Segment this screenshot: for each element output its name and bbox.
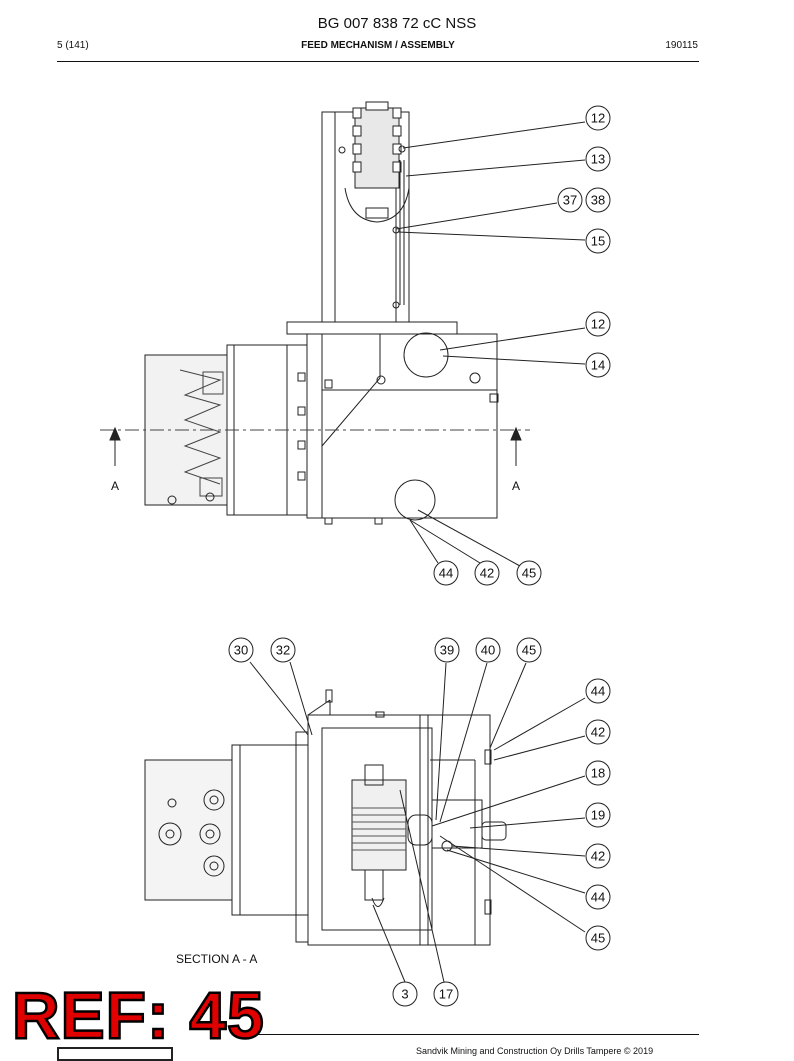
- callout-section-bubble: [392, 981, 418, 1007]
- sprocket: [354, 107, 400, 189]
- callout-top-number: 14: [591, 358, 605, 373]
- callout-section-bubble: [475, 637, 501, 663]
- callout-top-bubble: [585, 187, 611, 213]
- callouts-top: 12 13 37 38 15 12 14 44 42 45: [433, 105, 611, 586]
- callouts-bottom: 30 32 39 40 45 44 42 18 19 42 44 45 3 17: [228, 637, 611, 1007]
- callout-section-number: 17: [439, 987, 453, 1002]
- callout-top-number: 15: [591, 234, 605, 249]
- callout-section-bubble: [585, 925, 611, 951]
- callout-top-number: 44: [439, 566, 453, 581]
- callout-top-number: 45: [522, 566, 536, 581]
- callout-section-bubble: [585, 884, 611, 910]
- revision-date: 190115: [665, 40, 698, 51]
- section-label: SECTION A - A: [176, 952, 258, 966]
- section-view: [144, 661, 586, 983]
- section-marker-left: A: [111, 479, 119, 493]
- callout-section-number: 45: [522, 643, 536, 658]
- callout-section-number: 39: [440, 643, 454, 658]
- reference-stamp: REF: 45: [11, 978, 265, 1052]
- callout-top-number: 12: [591, 111, 605, 126]
- callout-section-bubble: [516, 637, 542, 663]
- copyright-text: Sandvik Mining and Construction Oy Drill…: [416, 1046, 654, 1056]
- header-rule: [57, 61, 699, 62]
- callout-top-bubble: [516, 560, 542, 586]
- callout-section-bubble: [433, 981, 459, 1007]
- callout-top-bubble: [585, 352, 611, 378]
- callout-top-bubble: [585, 105, 611, 131]
- callout-top-bubble: [585, 311, 611, 337]
- callout-section-number: 40: [481, 643, 495, 658]
- callout-top-bubble: [557, 187, 583, 213]
- document-id: BG 007 838 72 cC NSS: [317, 15, 477, 32]
- callout-top-number: 12: [591, 317, 605, 332]
- section-title: FEED MECHANISM / ASSEMBLY: [301, 40, 455, 51]
- callout-top-number: 42: [480, 566, 494, 581]
- callout-section-number: 19: [591, 808, 605, 823]
- top-view: [100, 101, 586, 567]
- callout-section-bubble: [585, 678, 611, 704]
- main-body: [306, 333, 498, 519]
- section-marker-right: A: [512, 479, 520, 493]
- flange: [286, 321, 458, 335]
- callout-top-number: 38: [591, 193, 605, 208]
- callout-top-number: 37: [563, 193, 577, 208]
- callout-section-bubble: [585, 802, 611, 828]
- callout-top-number: 13: [591, 152, 605, 167]
- page-number: 5 (141): [57, 40, 89, 51]
- callout-section-number: 44: [591, 684, 605, 699]
- callout-section-number: 30: [234, 643, 248, 658]
- callout-section-number: 18: [591, 766, 605, 781]
- callout-top-bubble: [585, 146, 611, 172]
- callout-section-bubble: [585, 843, 611, 869]
- callout-section-bubble: [270, 637, 296, 663]
- callout-section-bubble: [585, 760, 611, 786]
- callout-section-number: 44: [591, 890, 605, 905]
- callout-top-bubble: [585, 228, 611, 254]
- callout-top-bubble: [474, 560, 500, 586]
- callout-section-number: 3: [401, 987, 408, 1002]
- callout-section-number: 42: [591, 849, 605, 864]
- callout-section-bubble: [585, 719, 611, 745]
- callout-section-bubble: [228, 637, 254, 663]
- callout-top-bubble: [433, 560, 459, 586]
- callout-section-number: 45: [591, 931, 605, 946]
- callout-section-bubble: [434, 637, 460, 663]
- callout-section-number: 32: [276, 643, 290, 658]
- callout-section-number: 42: [591, 725, 605, 740]
- footer-rule: [250, 1034, 699, 1035]
